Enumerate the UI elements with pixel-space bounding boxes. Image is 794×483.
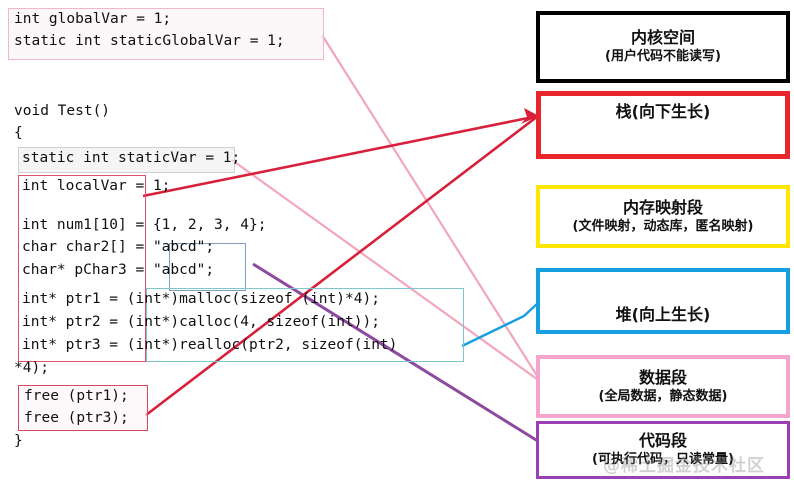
segment-data[interactable]: 数据段 (全局数据，静态数据) [536, 355, 790, 418]
segment-data-title: 数据段 [638, 367, 687, 387]
segment-mmap-subtitle: (文件映射，动态库，匿名映射) [572, 218, 754, 234]
globalvar-highlight-box [8, 8, 324, 60]
segment-heap[interactable]: 堆(向上生长) [536, 268, 790, 334]
wire-abcd-to-text [252, 262, 542, 445]
code-line-localvar: int localVar = 1; [22, 178, 171, 194]
segment-text-subtitle: (可执行代码，只读常量) [592, 452, 734, 468]
free-calls-box [18, 385, 148, 431]
code-line-free-ptr3: free (ptr3); [24, 410, 129, 426]
code-line-char2: char char2[] = "abcd"; [22, 239, 215, 255]
code-line-staticvar: static int staticVar = 1; [22, 150, 241, 166]
segment-kernel-subtitle: (用户代码不能读写) [605, 49, 721, 65]
code-line-ptr2: int* ptr2 = (int*)calloc(4, sizeof(int))… [22, 314, 380, 330]
wire-localvar-to-stack [142, 114, 539, 198]
segment-data-subtitle: (全局数据，静态数据) [598, 388, 728, 404]
segment-text[interactable]: 代码段 (可执行代码，只读常量) [536, 421, 790, 479]
segment-kernel-title: 内核空间 [630, 28, 695, 47]
wire-staticvar-to-data [231, 159, 542, 383]
wire-free-to-stack [145, 114, 539, 417]
segment-kernel[interactable]: 内核空间 (用户代码不能读写) [536, 11, 790, 83]
segment-stack-title: 栈(向下生长) [615, 102, 711, 121]
segment-heap-title: 堆(向上生长) [615, 304, 711, 324]
code-line-free-ptr1: free (ptr1); [24, 388, 129, 404]
code-line-ptr1: int* ptr1 = (int*)malloc(sizeof (int)*4)… [22, 291, 380, 307]
segment-memory-mapping[interactable]: 内存映射段 (文件映射，动态库，匿名映射) [536, 185, 790, 248]
abcd-literal-box [169, 243, 246, 291]
staticvar-highlight-box [18, 147, 235, 173]
code-line-brace-open: { [14, 125, 23, 141]
code-line-pchar3: char* pChar3 = "abcd"; [22, 262, 215, 278]
segment-stack[interactable]: 栈(向下生长) [536, 91, 790, 159]
code-line-function-signature: void Test() [14, 103, 111, 119]
code-line-num1: int num1[10] = {1, 2, 3, 4}; [22, 217, 267, 233]
code-line-brace-close: } [14, 433, 23, 449]
segment-text-title: 代码段 [638, 431, 687, 450]
localvar-stackvars-box [18, 175, 146, 362]
heap-alloc-box [146, 288, 464, 362]
segment-mmap-title: 内存映射段 [622, 197, 703, 217]
code-line-ptr3: int* ptr3 = (int*)realloc(ptr2, sizeof(i… [22, 337, 398, 353]
wire-alloc-to-heap [461, 302, 539, 348]
code-line-ptr3-continuation: *4); [14, 360, 49, 376]
code-line-staticglobalvar: static int staticGlobalVar = 1; [14, 33, 285, 49]
code-line-globalvar: int globalVar = 1; [14, 11, 172, 27]
